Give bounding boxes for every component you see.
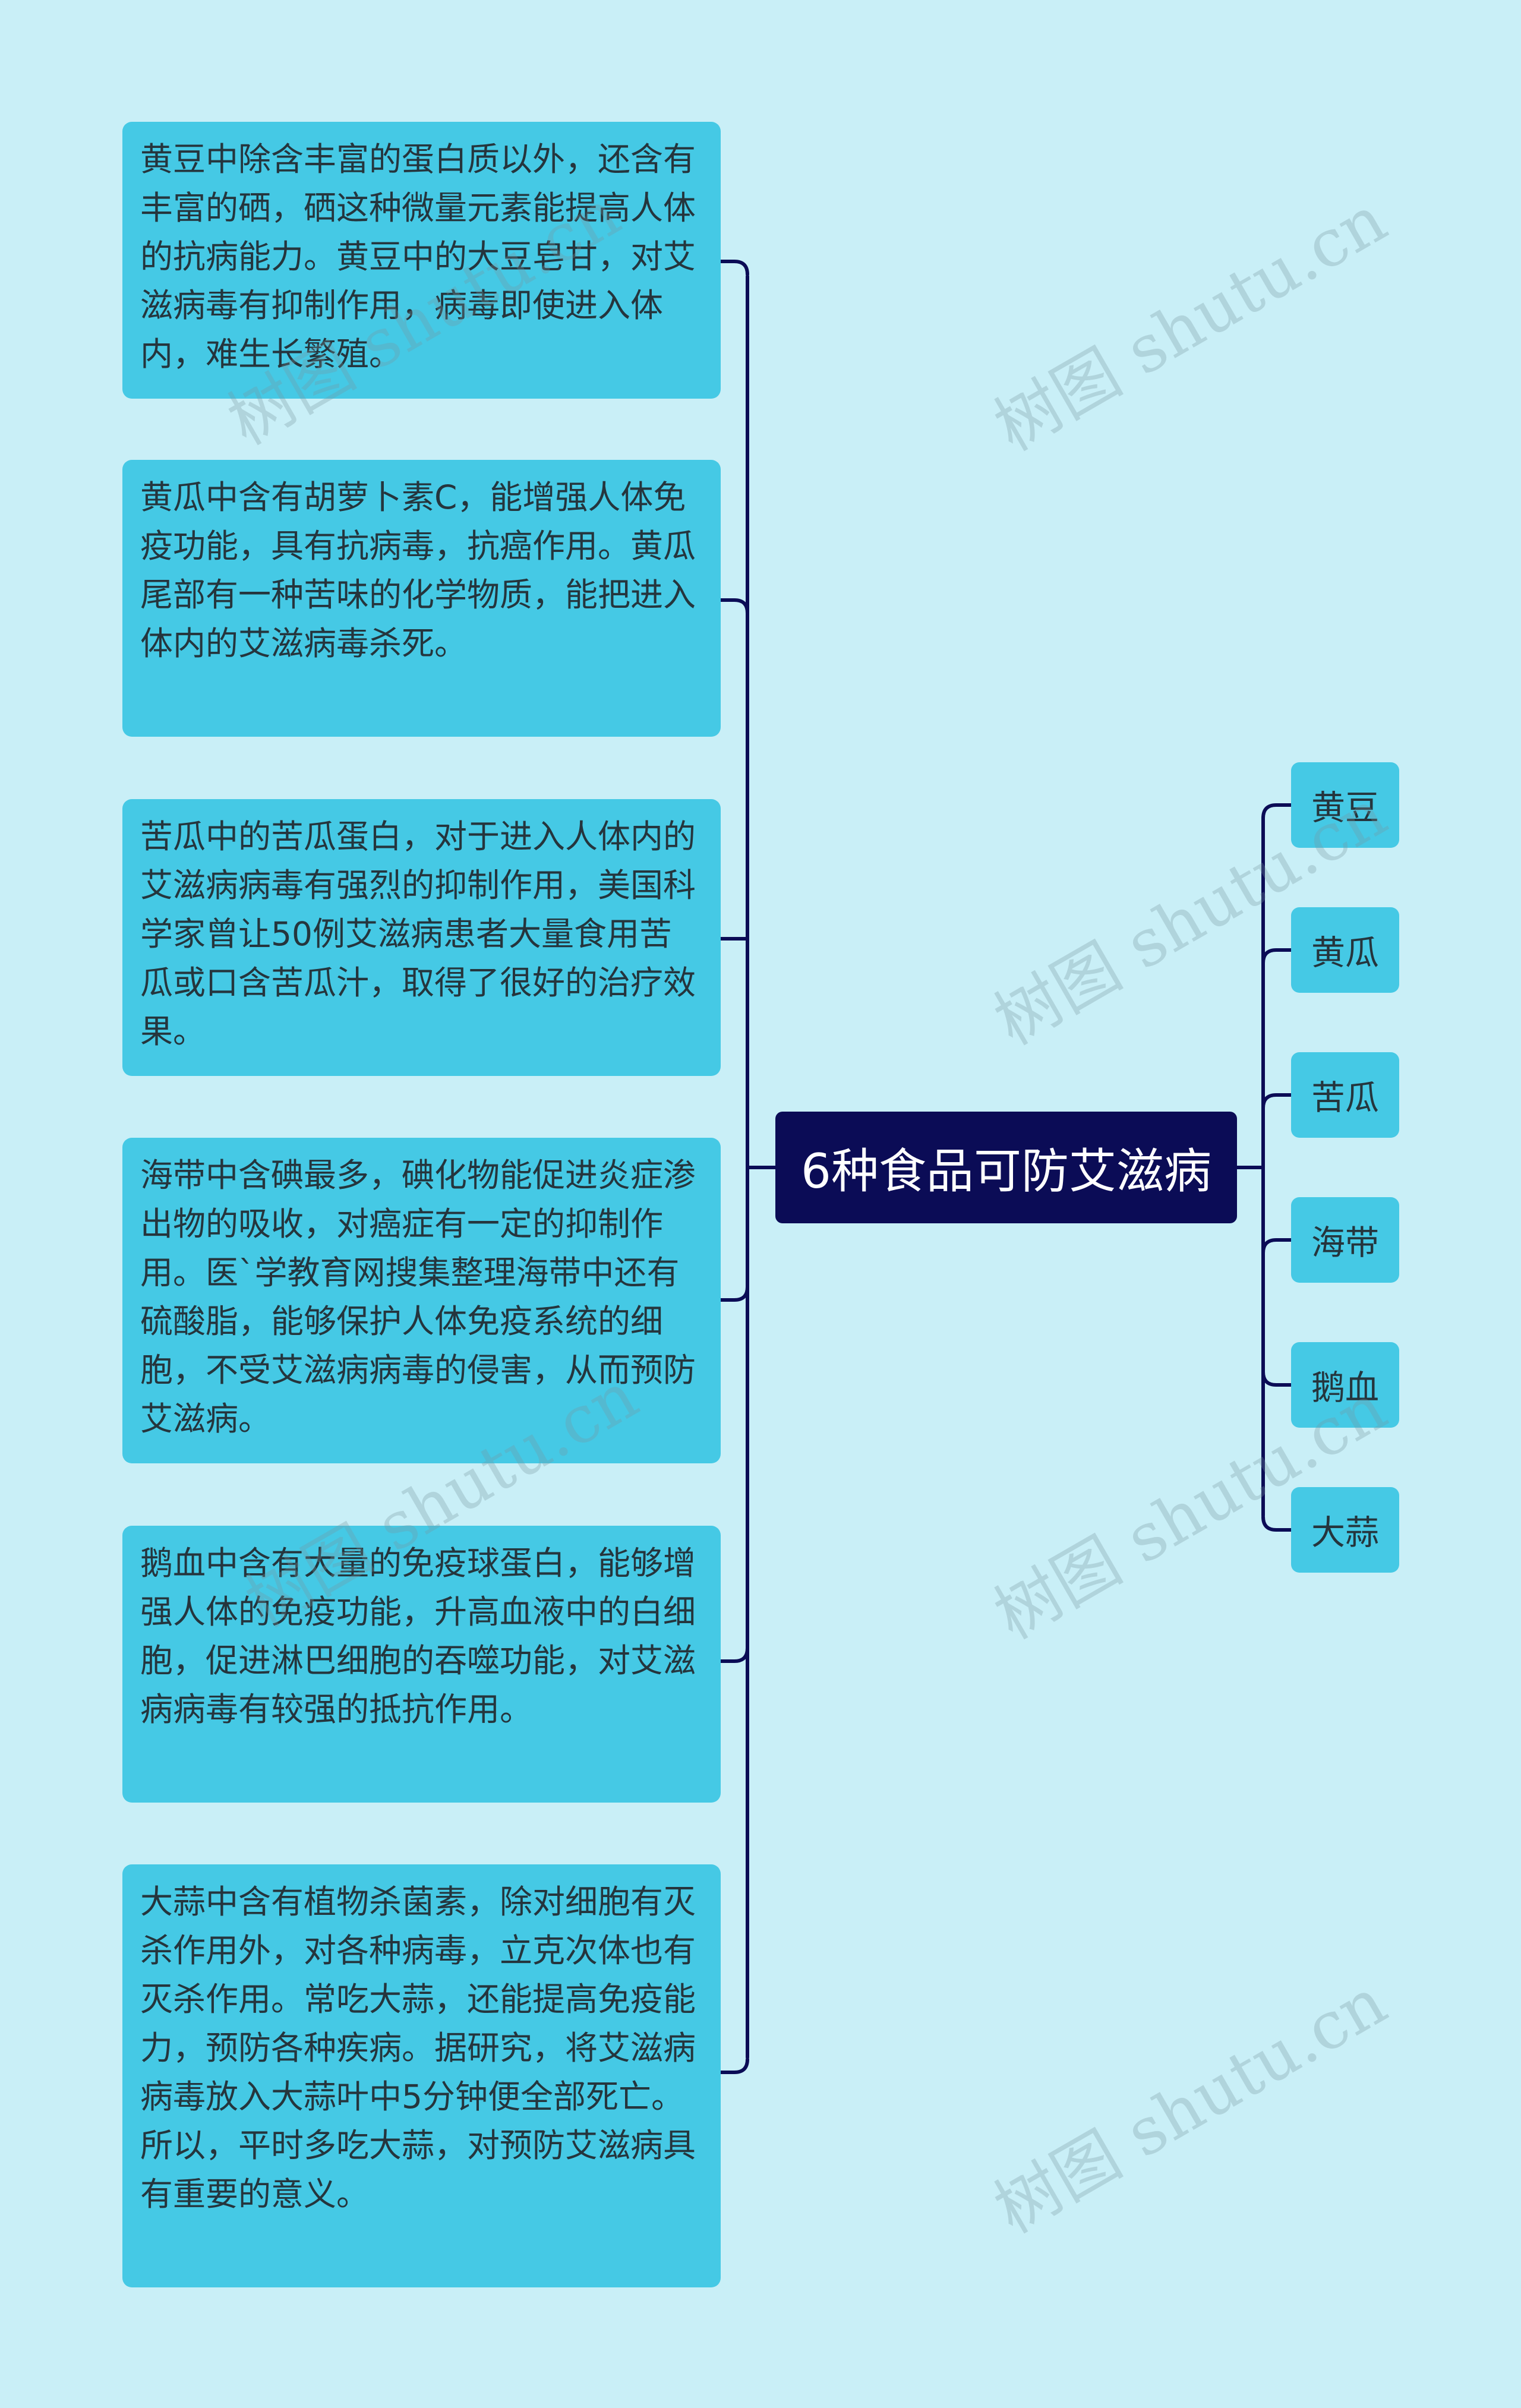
topic-goose-blood[interactable]: 鹅血 [1291,1342,1399,1428]
link-detail-2 [719,598,749,615]
topic-kelp[interactable]: 海带 [1291,1197,1399,1283]
topic-bitter-melon[interactable]: 苦瓜 [1291,1052,1399,1138]
detail-node-kelp[interactable]: 海带中含碘最多，碘化物能促进炎症渗出物的吸收，对癌症有一定的抑制作用。医`学教育… [122,1138,721,1463]
link-detail-6 [719,2057,749,2074]
detail-node-soybean[interactable]: 黄豆中除含丰富的蛋白质以外，还含有丰富的硒，硒这种微量元素能提高人体的抗病能力。… [122,122,721,399]
link-leaf-4 [1261,1238,1293,1255]
link-detail-5 [719,1646,749,1663]
topic-garlic[interactable]: 大蒜 [1291,1487,1399,1573]
link-leaf-5 [1261,1370,1293,1387]
detail-node-garlic[interactable]: 大蒜中含有植物杀菌素，除对细胞有灭杀作用外，对各种病毒，立克次体也有灭杀作用。常… [122,1864,721,2287]
topic-cucumber[interactable]: 黄瓜 [1291,907,1399,993]
root-topic[interactable]: 6种食品可防艾滋病 [775,1112,1237,1223]
link-detail-4 [719,1285,749,1302]
detail-node-bitter-melon[interactable]: 苦瓜中的苦瓜蛋白，对于进入人体内的艾滋病病毒有强烈的抑制作用，美国科学家曾让50… [122,799,721,1076]
link-leaf-3 [1261,1093,1293,1110]
detail-node-cucumber[interactable]: 黄瓜中含有胡萝卜素C，能增强人体免疫功能，具有抗病毒，抗癌作用。黄瓜尾部有一种苦… [122,460,721,737]
link-leaf-2 [1261,948,1293,965]
link-leaf-6 [1261,1515,1293,1532]
topic-soybean[interactable]: 黄豆 [1291,762,1399,848]
link-leaf-1 [1261,803,1293,820]
link-detail-1 [719,260,749,276]
detail-node-goose-blood[interactable]: 鹅血中含有大量的免疫球蛋白，能够增强人体的免疫功能，升高血液中的白细胞，促进淋巴… [122,1526,721,1803]
